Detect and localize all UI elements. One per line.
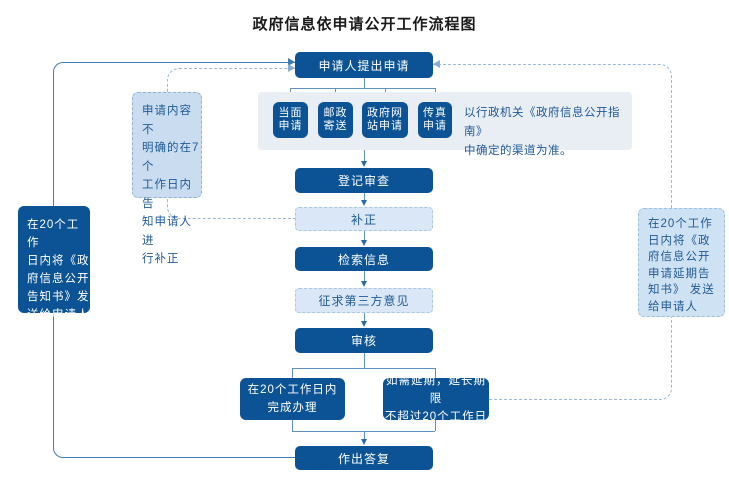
flow-line xyxy=(292,431,435,432)
page-title: 政府信息依申请公开工作流程图 xyxy=(252,16,477,33)
arrowhead xyxy=(361,161,367,167)
channel-label: 邮政 寄送 xyxy=(323,107,348,132)
arrowhead xyxy=(361,240,367,246)
node-supplement-correction-label: 补正 xyxy=(350,212,377,227)
node-third-party-opinion-label: 征求第三方意见 xyxy=(318,294,410,308)
flow-line xyxy=(364,271,365,282)
node-review-label: 审核 xyxy=(350,334,377,348)
node-reply: 作出答复 xyxy=(295,446,433,470)
note-right-extension-notice: 在20个工作 日内将《政 府信息公开 申请延期告 知书》 发送 给申请人 xyxy=(638,208,725,317)
flow-line xyxy=(364,147,365,162)
arrowhead xyxy=(361,321,367,327)
node-apply-label: 申请人提出申请 xyxy=(318,58,410,73)
node-complete-within-20-days: 在20个工作日内 完成办理 xyxy=(240,378,345,420)
flow-line xyxy=(364,431,365,440)
arrowhead-into-apply-left-dashed xyxy=(288,64,295,72)
flow-line xyxy=(364,193,365,201)
flow-line xyxy=(292,368,435,369)
node-channel-fax: 传真 申请 xyxy=(418,102,452,138)
node-register-review: 登记审查 xyxy=(295,168,433,193)
note-unclear-application: 申请内容不 明确的在7个 工作日内告 知申请人进 行补正 xyxy=(132,92,202,265)
node-register-review-label: 登记审查 xyxy=(337,174,390,188)
flow-line xyxy=(364,353,365,368)
node-channel-in-person: 当面 申请 xyxy=(273,102,308,138)
channel-label: 当面 申请 xyxy=(278,107,303,132)
node-complete-label: 在20个工作日内 完成办理 xyxy=(247,384,338,414)
arrowhead xyxy=(361,281,367,287)
note-left-disclosure-notice: 在20个工作 日内将《政 府信息公开 告知书》发 送给申请人 xyxy=(18,206,90,321)
flow-line xyxy=(292,368,293,379)
node-channel-postal-mail: 邮政 寄送 xyxy=(318,102,353,138)
arrowhead-into-apply-left-solid xyxy=(288,58,295,66)
flow-line xyxy=(435,368,436,379)
arrowhead xyxy=(361,439,367,445)
node-channel-government-website: 政府网 站申请 xyxy=(362,102,408,138)
flow-line xyxy=(290,88,435,89)
node-review: 审核 xyxy=(295,328,433,353)
node-reply-label: 作出答复 xyxy=(337,451,390,466)
flow-line xyxy=(364,231,365,241)
arrowhead-into-apply-right-dashed xyxy=(433,60,440,68)
node-search-information: 检索信息 xyxy=(295,247,433,271)
node-extension-limit: 如需延期，延长期限 不超过20个工作日 xyxy=(383,375,489,423)
flow-line xyxy=(364,313,365,322)
node-supplement-correction: 补正 xyxy=(295,207,433,231)
node-apply: 申请人提出申请 xyxy=(295,52,433,78)
node-third-party-opinion: 征求第三方意见 xyxy=(295,288,433,313)
node-search-information-label: 检索信息 xyxy=(337,252,390,267)
flow-line xyxy=(435,420,436,431)
channel-label: 传真 申请 xyxy=(423,107,447,132)
node-extension-label: 如需延期，延长期限 不超过20个工作日 xyxy=(384,375,488,423)
flow-line xyxy=(292,420,293,431)
arrowhead xyxy=(361,200,367,206)
channel-label: 政府网 站申请 xyxy=(367,107,403,132)
flow-line xyxy=(364,78,365,88)
channels-note: 以行政机关《政府信息公开指南》 中确定的渠道为准。 xyxy=(464,107,620,157)
